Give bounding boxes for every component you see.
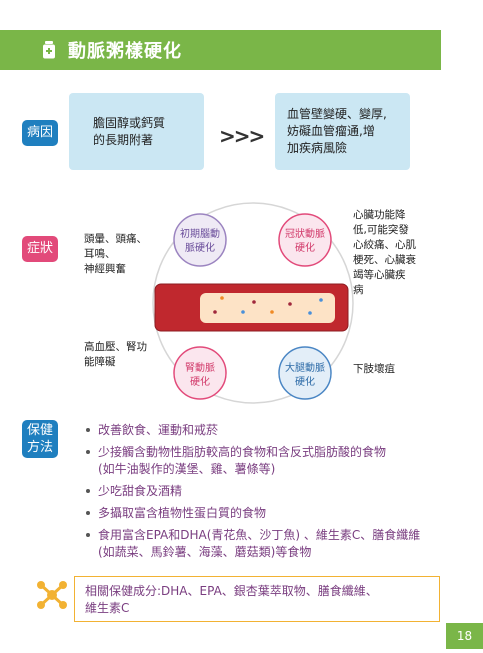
symptom-line: 心臟功能降 xyxy=(353,209,406,221)
symptom-bottom-left: 高血壓、腎功 能障礙 xyxy=(84,340,147,370)
list-item: 少接觸含動物性脂肪較高的食物和含反式脂肪酸的食物 (如牛油製作的漢堡、雞、薯條等… xyxy=(86,444,456,478)
node-brain: 初期腦動 脈硬化 xyxy=(173,213,227,267)
list-item-line: 少接觸含動物性脂肪較高的食物和含反式脂肪酸的食物 xyxy=(98,445,387,459)
list-item: 改善飲食、運動和戒菸 xyxy=(86,422,456,439)
page-title: 動脈粥樣硬化 xyxy=(68,41,182,62)
node-leg-label: 大腿動脈 xyxy=(285,361,325,374)
list-item-line: 多攝取富含植物性蛋白質的食物 xyxy=(98,506,267,520)
node-kidney: 腎動脈 硬化 xyxy=(173,346,227,400)
symptom-line: 神經興奮 xyxy=(84,263,126,275)
symptom-line: 病 xyxy=(353,284,364,296)
list-item: 多攝取富含植物性蛋白質的食物 xyxy=(86,505,456,522)
list-item-line: 少吃甜食及酒精 xyxy=(98,484,183,498)
symptom-line: 心絞痛、心肌 xyxy=(353,239,416,251)
node-leg-label: 硬化 xyxy=(295,375,315,388)
cause-box-2: 血管壁變硬、變厚, 妨礙血管瘤通,增 加疾病風險 xyxy=(275,93,410,170)
list-item-line: 食用富含EPA和DHA(青花魚、沙丁魚) 、維生素C、膳食纖維 xyxy=(98,528,421,542)
title-bar: 動脈粥樣硬化 xyxy=(0,30,441,70)
cause-box-1-line: 的長期附著 xyxy=(93,132,154,147)
list-item-line: 改善飲食、運動和戒菸 xyxy=(98,423,219,437)
symptom-line: 低,可能突發 xyxy=(353,224,409,236)
cause-box-1: 膽固醇或鈣質 的長期附著 xyxy=(69,93,204,170)
arrows-icon: >>> xyxy=(219,124,265,148)
symptom-line: 耳鳴、 xyxy=(84,248,116,260)
list-item: 少吃甜食及酒精 xyxy=(86,483,456,500)
symptom-line: 高血壓、腎功 xyxy=(84,341,147,353)
symptom-top-right: 心臟功能降 低,可能突發 心絞痛、心肌 梗死、心臟衰 竭等心臟疾 病 xyxy=(353,208,416,298)
cause-box-1-line: 膽固醇或鈣質 xyxy=(93,115,166,130)
node-coronary-label: 冠狀動脈 xyxy=(285,227,325,240)
symptom-line: 能障礙 xyxy=(84,356,116,368)
section-label-symptom: 症狀 xyxy=(22,236,58,262)
section-label-care-line: 保健 xyxy=(26,423,53,438)
symptom-line: 梗死、心臟衰 xyxy=(353,254,416,266)
node-coronary-label: 硬化 xyxy=(295,241,315,254)
node-kidney-label: 腎動脈 xyxy=(185,361,215,374)
section-label-care-line: 方法 xyxy=(26,440,53,455)
note-line: 維生素C xyxy=(85,601,130,615)
diagram-ring xyxy=(152,202,354,404)
page-number: 18 xyxy=(446,623,483,649)
cause-box-2-line: 血管壁變硬、變厚, xyxy=(287,107,387,121)
symptom-diagram: 初期腦動 脈硬化 冠狀動脈 硬化 腎動脈 硬化 大腿動脈 硬化 xyxy=(152,202,354,404)
note-line: 相關保健成分:DHA、EPA、銀杏葉萃取物、膳食纖維、 xyxy=(85,584,378,598)
section-label-cause: 病因 xyxy=(22,120,58,146)
node-brain-label: 初期腦動 xyxy=(180,227,220,240)
node-brain-label: 脈硬化 xyxy=(185,241,215,254)
blood-vessel-icon xyxy=(154,283,349,332)
node-leg: 大腿動脈 硬化 xyxy=(278,346,332,400)
list-item-line: (如牛油製作的漢堡、雞、薯條等) xyxy=(98,462,276,476)
symptom-line: 竭等心臟疾 xyxy=(353,269,406,281)
node-coronary: 冠狀動脈 硬化 xyxy=(278,213,332,267)
cause-box-2-line: 妨礙血管瘤通,增 xyxy=(287,124,375,138)
symptom-bottom-right: 下肢壞疽 xyxy=(353,363,395,375)
symptom-line: 頭暈、頭痛、 xyxy=(84,233,147,245)
list-item-line: (如蔬菜、馬鈴薯、海藻、蘑菇類)等食物 xyxy=(98,545,312,559)
care-list: 改善飲食、運動和戒菸 少接觸含動物性脂肪較高的食物和含反式脂肪酸的食物 (如牛油… xyxy=(86,422,456,566)
molecule-icon xyxy=(36,580,68,610)
bottle-icon xyxy=(42,41,56,59)
symptom-top-left: 頭暈、頭痛、 耳鳴、 神經興奮 xyxy=(84,232,147,277)
list-item: 食用富含EPA和DHA(青花魚、沙丁魚) 、維生素C、膳食纖維 (如蔬菜、馬鈴薯… xyxy=(86,527,456,561)
cause-box-2-line: 加疾病風險 xyxy=(287,141,348,155)
section-label-care: 保健 方法 xyxy=(22,420,58,458)
related-ingredients-box: 相關保健成分:DHA、EPA、銀杏葉萃取物、膳食纖維、 維生素C xyxy=(74,576,440,622)
node-kidney-label: 硬化 xyxy=(190,375,210,388)
